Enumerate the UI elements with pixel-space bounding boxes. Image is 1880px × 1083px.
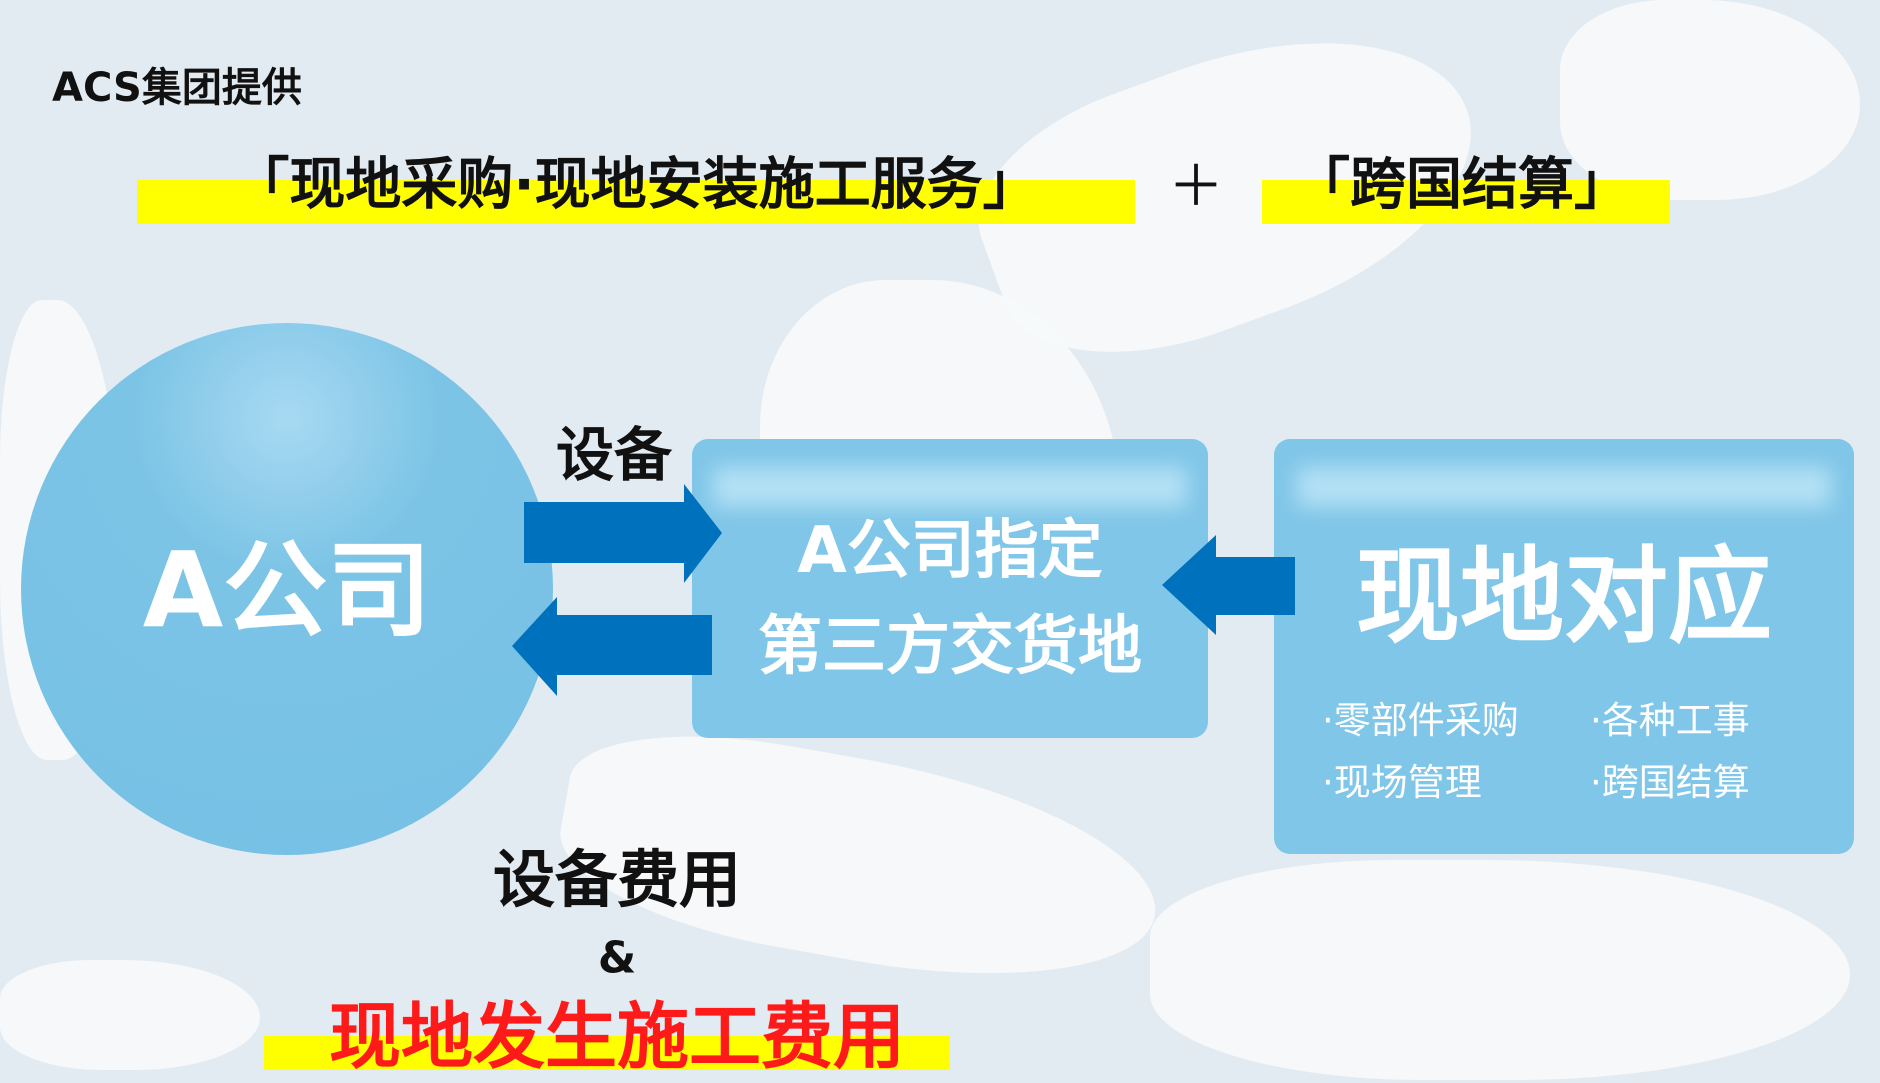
delivery-line1: A公司指定: [797, 514, 1103, 588]
service-highlight: [137, 180, 1135, 224]
delivery-line2: 第三方交货地: [758, 610, 1142, 684]
service-title: 「现地采购·现地安装施工服务」: [233, 152, 1039, 218]
local-cost-highlight: [264, 1036, 950, 1070]
ampersand: &: [597, 932, 637, 984]
settlement-highlight: [1262, 180, 1670, 224]
local-title: 现地对应: [1355, 535, 1773, 658]
plus-sign: ＋: [1168, 154, 1224, 220]
equipment-cost-label: 设备费用: [492, 843, 742, 916]
settlement-title: 「跨国结算」: [1294, 152, 1630, 218]
equipment-label: 设备: [555, 421, 673, 489]
local-item-settlement: ·跨国结算: [1590, 761, 1750, 804]
delivery-box: [692, 439, 1208, 738]
local-cost-label: 现地发生施工费用: [328, 994, 906, 1079]
arrow-left-icon: [512, 597, 712, 696]
map-landmass: [1150, 860, 1850, 1080]
map-landmass: [0, 960, 260, 1070]
map-landmass: [1560, 0, 1860, 200]
arrow-right-icon: [524, 484, 722, 583]
local-item-site: ·现场管理: [1322, 761, 1482, 804]
local-item-works: ·各种工事: [1590, 699, 1750, 742]
provider-label: ACS集团提供: [52, 65, 302, 111]
local-box: [1274, 439, 1854, 854]
arrow-left-icon: [1162, 535, 1295, 635]
local-item-parts: ·零部件采购: [1322, 699, 1519, 742]
company-circle: [21, 323, 553, 855]
company-label: A公司: [142, 529, 432, 652]
